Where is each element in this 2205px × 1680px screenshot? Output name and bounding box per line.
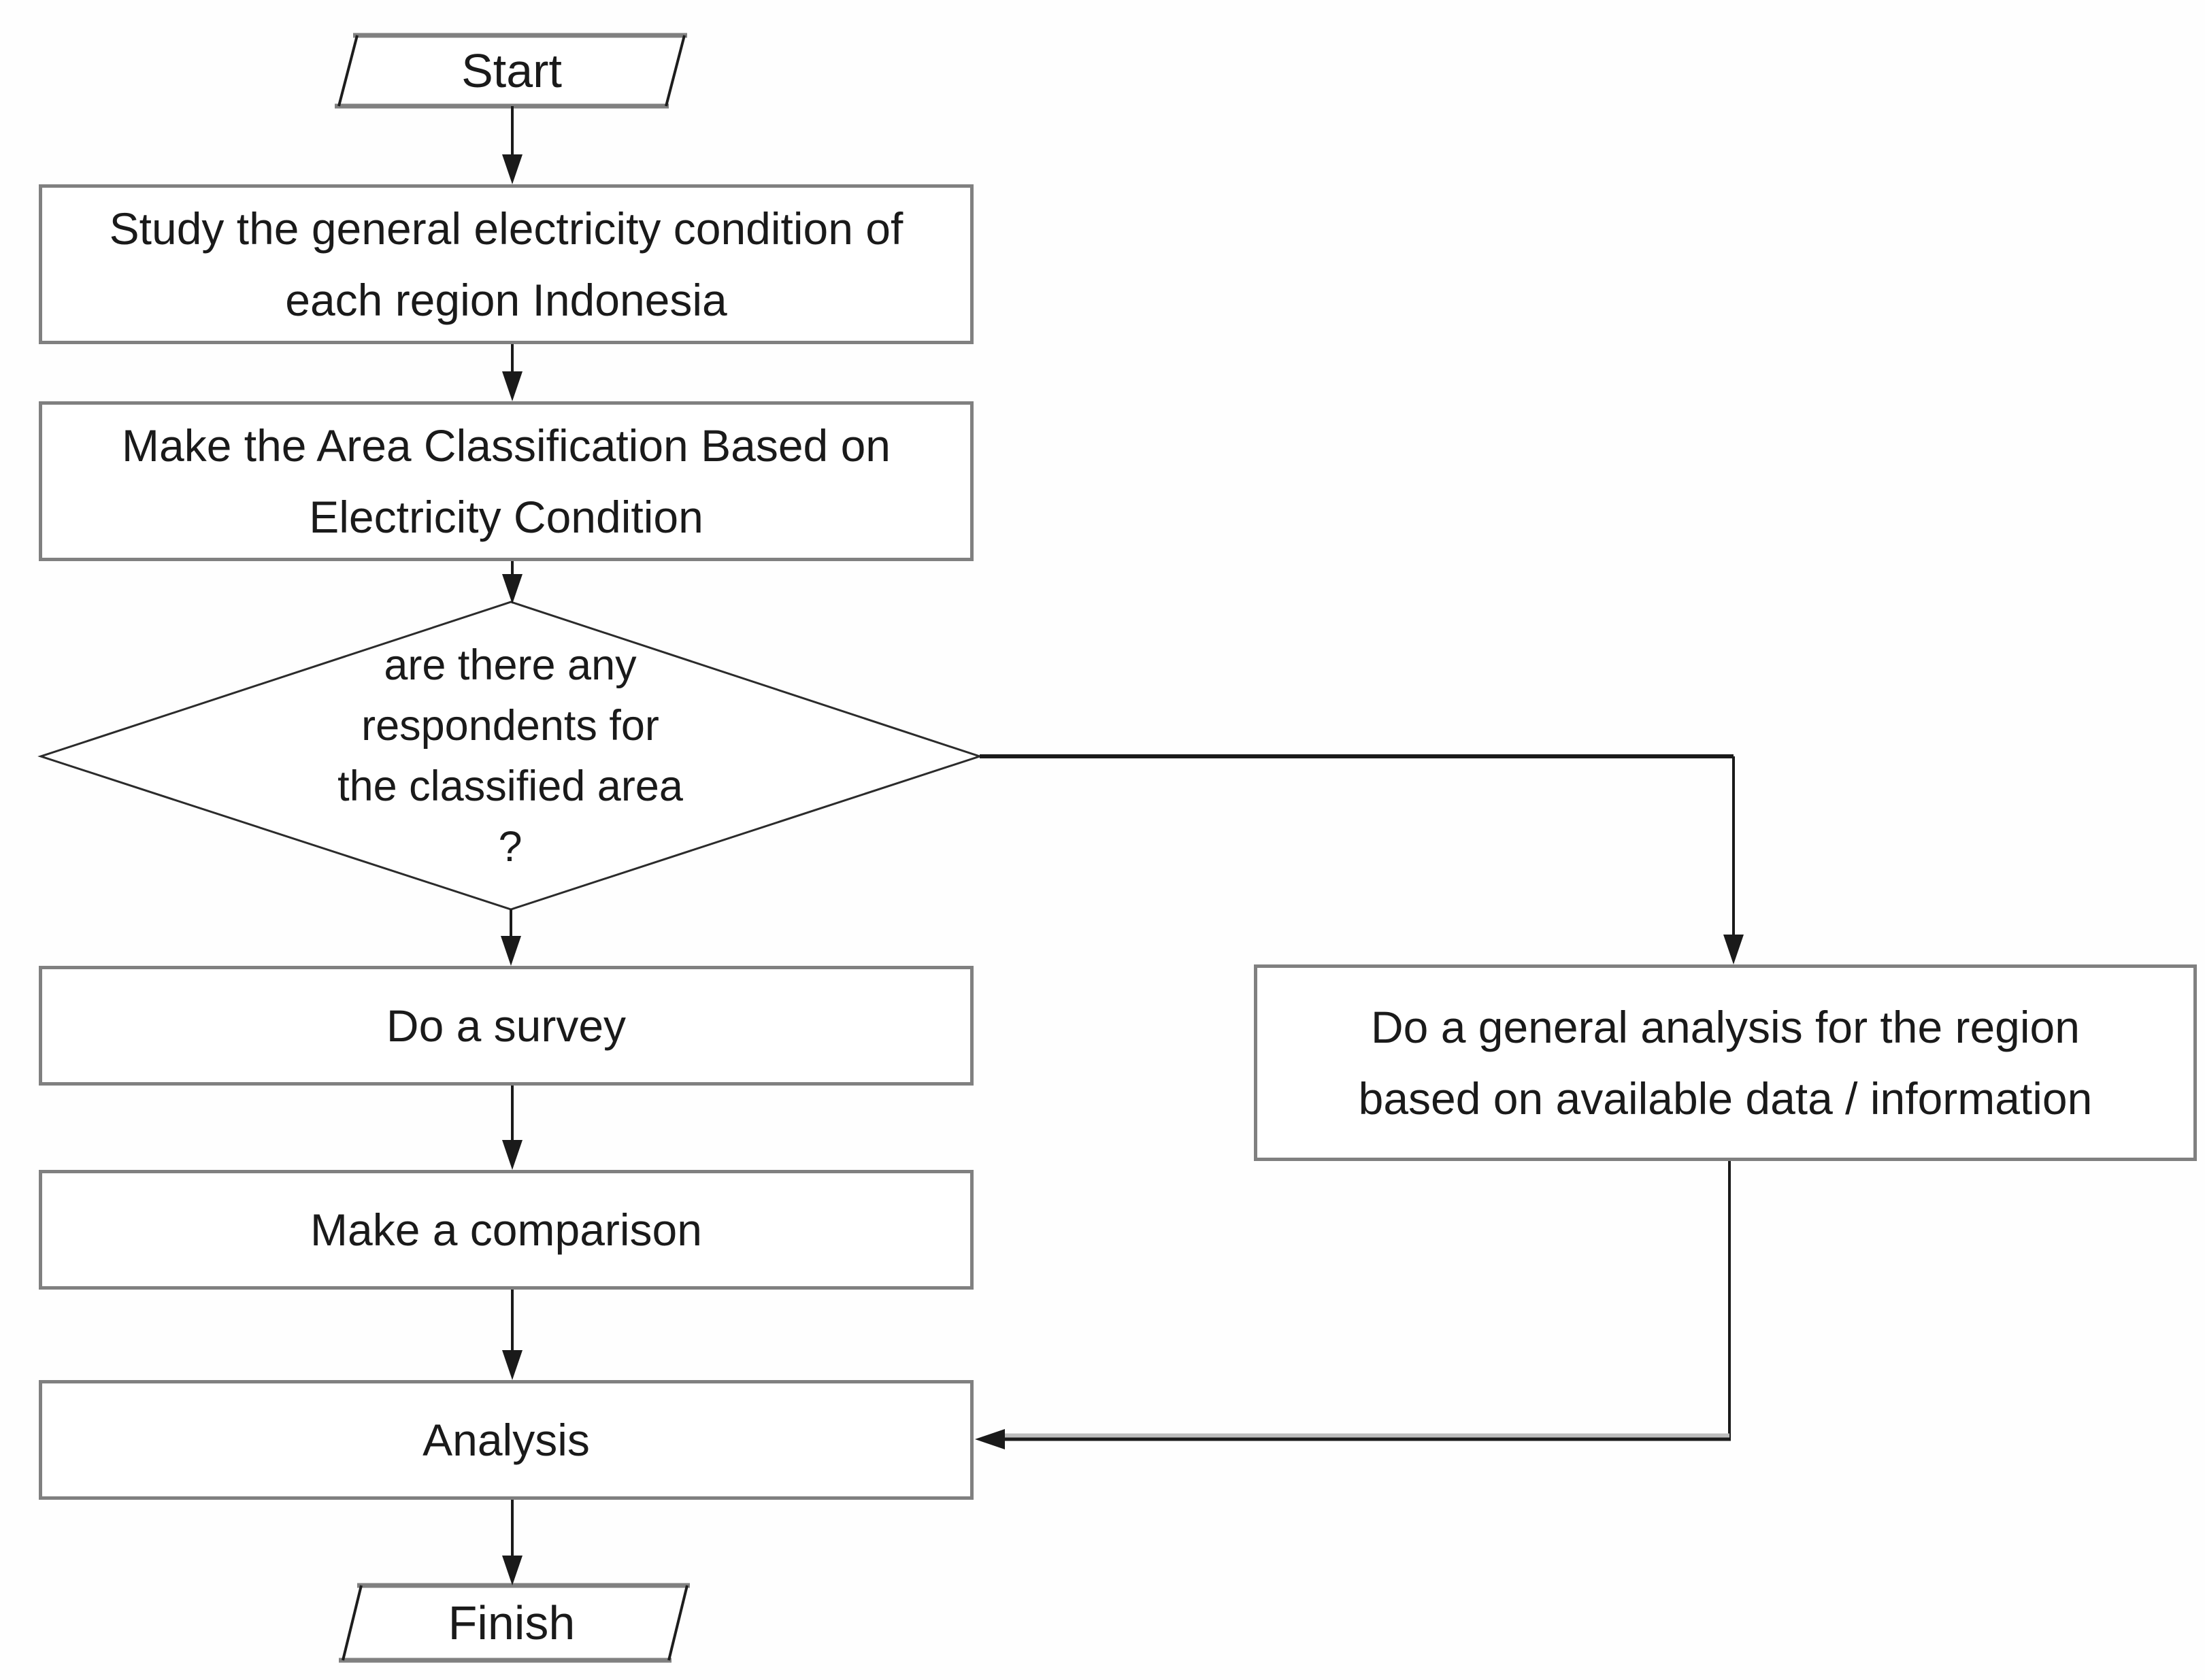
general-analysis-line-1: Do a general analysis for the region [1371,1001,2080,1052]
decision-line-1: are there any [384,641,637,689]
arrow-analysis-to-finish [502,1500,523,1585]
process-comparison-box: Make a comparison [39,1170,974,1290]
start-label: Start [461,44,562,97]
classify-line-1: Make the Area Classification Based on [122,420,891,471]
study-line-1: Study the general electricity condition … [109,203,903,254]
arrow-start-to-study [502,106,523,184]
decision-line-3: the classified area [337,762,683,810]
analysis-label: Analysis [422,1414,590,1465]
finish-terminator-shape [339,1583,690,1663]
classify-line-2: Electricity Condition [309,491,703,542]
comparison-label: Make a comparison [310,1204,702,1255]
process-study-electricity-box: Study the general electricity condition … [39,184,974,344]
arrow-study-to-classify [502,344,523,401]
start-node: Start [339,35,684,106]
process-general-analysis-box: Do a general analysis for the region bas… [1254,964,2197,1161]
decision-respondents-diamond: are there any respondents for the classi… [102,638,918,875]
process-area-classification-box: Make the Area Classification Based on El… [39,401,974,561]
process-survey-box: Do a survey [39,966,974,1086]
general-analysis-line-2: based on available data / information [1358,1073,2093,1124]
arrow-general-analysis-to-analysis [975,1161,1731,1449]
decision-line-2: respondents for [361,702,659,750]
survey-label: Do a survey [386,1000,627,1051]
arrow-classify-to-decision [502,561,523,604]
finish-node: Finish [337,1585,686,1660]
arrow-decision-to-survey [501,909,521,966]
arrow-survey-to-comparison [502,1086,523,1170]
arrow-decision-to-general-analysis [980,754,1744,964]
study-line-2: each region Indonesia [285,274,727,325]
finish-label: Finish [448,1596,576,1649]
arrow-comparison-to-analysis [502,1290,523,1380]
process-analysis-box: Analysis [39,1380,974,1500]
start-terminator-shape [335,33,687,109]
decision-line-4: ? [498,823,523,871]
